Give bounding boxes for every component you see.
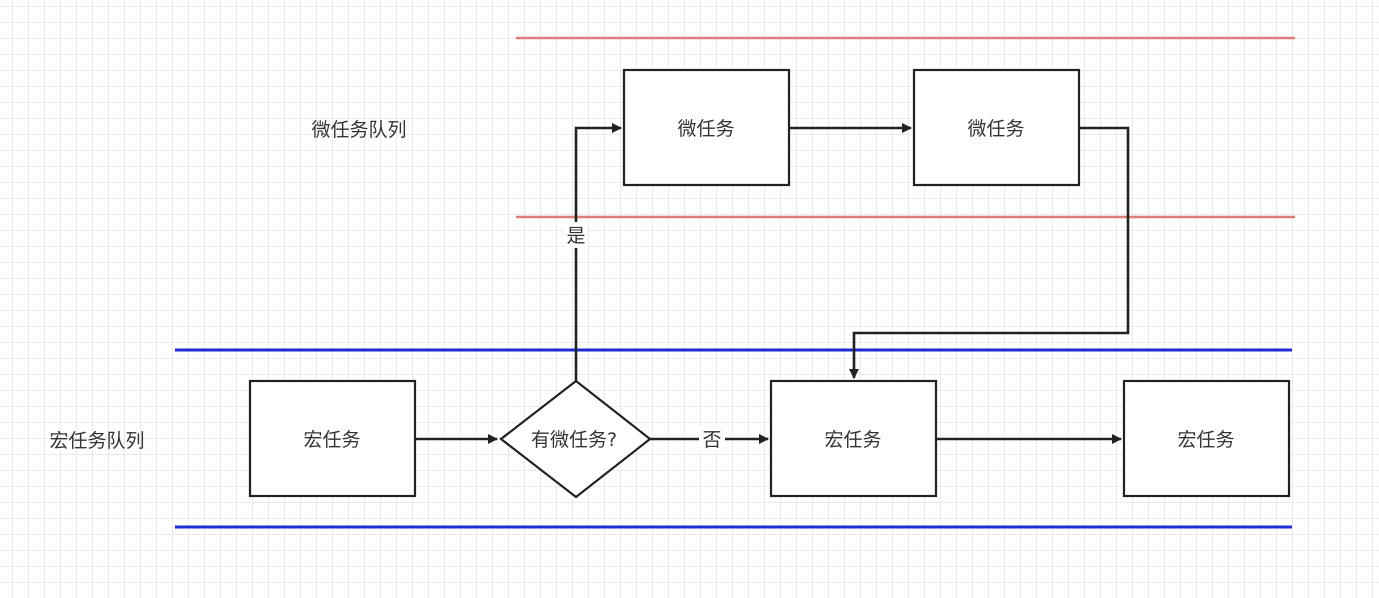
node-macro2: 宏任务 (769, 379, 938, 498)
node-micro1-label: 微任务 (677, 118, 734, 140)
edge-micro2-to-macro2 (849, 126, 1130, 379)
node-decision-label: 有微任务? (531, 429, 617, 451)
node-micro2-label: 微任务 (967, 118, 1024, 140)
micro-lane-label: 微任务队列 (311, 119, 406, 141)
edge-label-no-group: 否 (699, 426, 725, 452)
node-macro1: 宏任务 (248, 379, 417, 498)
macro-lane-label: 宏任务队列 (49, 430, 144, 452)
node-decision: 有微任务? (499, 379, 652, 499)
node-micro1: 微任务 (622, 68, 791, 187)
edge-label-yes: 是 (566, 225, 585, 247)
node-macro2-label: 宏任务 (824, 429, 881, 451)
edge-label-no: 否 (702, 429, 721, 451)
edge-label-yes-group: 是 (564, 222, 588, 248)
node-macro3-label: 宏任务 (1177, 429, 1234, 451)
node-macro1-label: 宏任务 (303, 429, 360, 451)
node-macro3: 宏任务 (1122, 379, 1291, 498)
edge-decision-to-micro1 (574, 123, 622, 381)
node-micro2: 微任务 (912, 68, 1081, 187)
